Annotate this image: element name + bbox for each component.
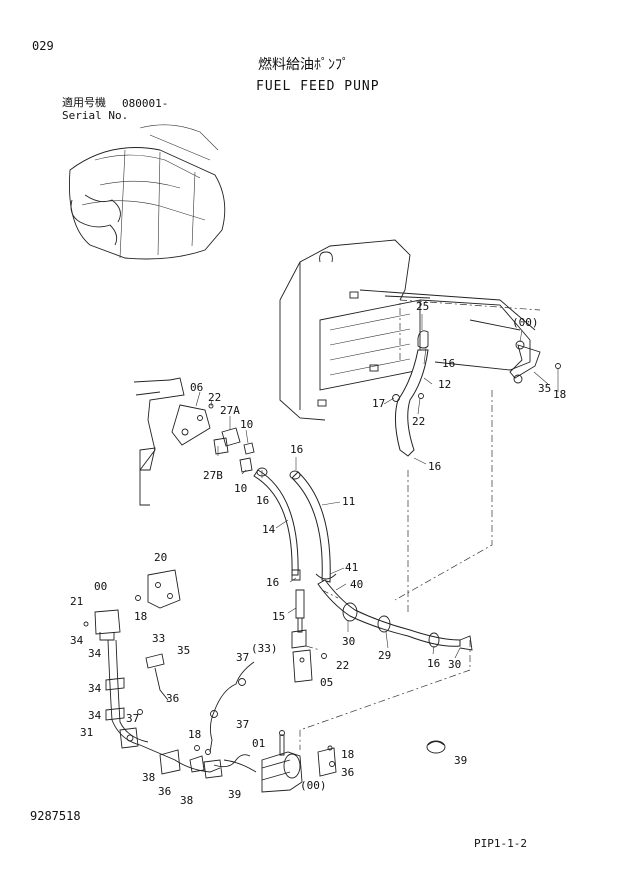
pipe-15-and-hose-29 (291, 579, 473, 651)
callout-36c: 36 (341, 766, 355, 779)
cap-39 (426, 740, 446, 754)
callout-36: 36 (166, 692, 180, 705)
hose-12 (392, 330, 429, 457)
callout-39: 39 (228, 788, 242, 801)
callout-10b: 10 (234, 482, 248, 495)
callout-18d: 18 (341, 748, 355, 761)
callout-33-paren: (33) (251, 642, 278, 655)
callout-41: 41 (345, 561, 359, 574)
callout-00-tank: (00) (512, 316, 539, 329)
callout-38b: 38 (180, 794, 194, 807)
callout-17: 17 (372, 397, 386, 410)
callout-15: 15 (272, 610, 286, 623)
callout-12: 12 (438, 378, 452, 391)
callout-37b: 37 (236, 651, 250, 664)
serial-label-english: Serial No. (62, 109, 129, 122)
callout-31: 31 (80, 726, 94, 739)
callout-16b: 16 (256, 494, 270, 507)
routing-lines (299, 299, 541, 750)
callout-25: 25 (416, 300, 430, 313)
callout-18: 18 (553, 388, 567, 401)
callout-39b: 39 (454, 754, 468, 767)
callout-00-pump: (00) (300, 779, 327, 792)
callout-38: 38 (142, 771, 156, 784)
callout-18c: 18 (188, 728, 202, 741)
callout-34c: 34 (88, 682, 102, 695)
callout-01: 01 (252, 737, 266, 750)
pump-bracket-05 (292, 649, 327, 683)
callout-33: 33 (152, 632, 166, 645)
callout-05: 05 (320, 676, 334, 689)
callout-40: 40 (350, 578, 364, 591)
bracket-20 (135, 569, 181, 609)
tank-fitting-assembly (509, 340, 561, 384)
leader-lines (195, 314, 559, 659)
callout-14: 14 (262, 523, 276, 536)
callout-11: 11 (342, 495, 356, 508)
drawing-number: 9287518 (30, 809, 81, 823)
callout-27a: 27A (220, 404, 240, 417)
callout-16f: 16 (428, 460, 442, 473)
callout-18b: 18 (134, 610, 148, 623)
callout-34b: 34 (88, 647, 102, 660)
callout-36b: 36 (158, 785, 172, 798)
callout-34d: 34 (88, 709, 102, 722)
title-japanese: 燃料給油ﾎﾟﾝﾌﾟ (258, 57, 349, 73)
callout-22b: 22 (412, 415, 426, 428)
bracket-06 (133, 377, 255, 506)
callout-16c: 16 (266, 576, 280, 589)
callout-21: 21 (70, 595, 84, 608)
page-reference: PIP1-1-2 (474, 837, 527, 850)
serial-value: 080001- (122, 97, 169, 110)
hose-14-and-11 (253, 467, 337, 583)
callout-37: 37 (126, 712, 140, 725)
callout-00: 00 (94, 580, 108, 593)
callout-22: 22 (208, 391, 222, 404)
page-number: 029 (32, 39, 54, 53)
callout-20: 20 (154, 551, 168, 564)
title-english: FUEL FEED PUNP (256, 79, 380, 94)
callout-37c: 37 (236, 718, 250, 731)
callout-35b: 35 (177, 644, 191, 657)
callout-27b: 27B (203, 469, 223, 482)
callout-22c: 22 (336, 659, 350, 672)
callout-16: 16 (290, 443, 304, 456)
callout-29: 29 (378, 649, 392, 662)
fuel-pump-assembly (261, 730, 337, 793)
pump-harness (209, 661, 257, 773)
callout-30: 30 (342, 635, 356, 648)
callout-34: 34 (70, 634, 84, 647)
callout-06: 06 (190, 381, 204, 394)
relay-and-harness (83, 609, 251, 779)
callout-16e: 16 (442, 357, 456, 370)
engine-overview-illustration (69, 124, 226, 260)
callout-16d: 16 (427, 657, 441, 670)
callout-10: 10 (240, 418, 254, 431)
callout-35: 35 (538, 382, 552, 395)
callout-30b: 30 (448, 658, 462, 671)
serial-label-japanese: 適用号機 (62, 96, 106, 109)
